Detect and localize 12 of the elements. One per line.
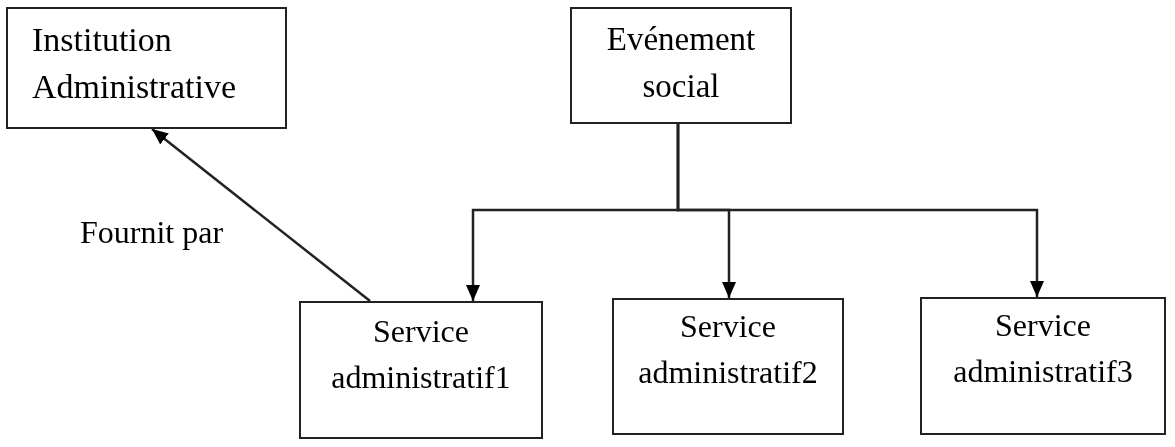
process-box xyxy=(570,7,792,124)
process-box xyxy=(6,7,287,129)
process-box xyxy=(920,297,1166,435)
node-label: Service administratif3 xyxy=(952,306,1134,391)
node-label: Service administratif2 xyxy=(637,307,819,392)
node-label: Institution Administrative xyxy=(32,20,237,107)
node-label: Service administratif1 xyxy=(330,312,512,397)
process-box xyxy=(299,301,543,439)
process-box xyxy=(612,298,844,435)
arrow xyxy=(676,124,1044,297)
arrow xyxy=(151,128,371,302)
node-label: Evénement social xyxy=(605,20,757,106)
